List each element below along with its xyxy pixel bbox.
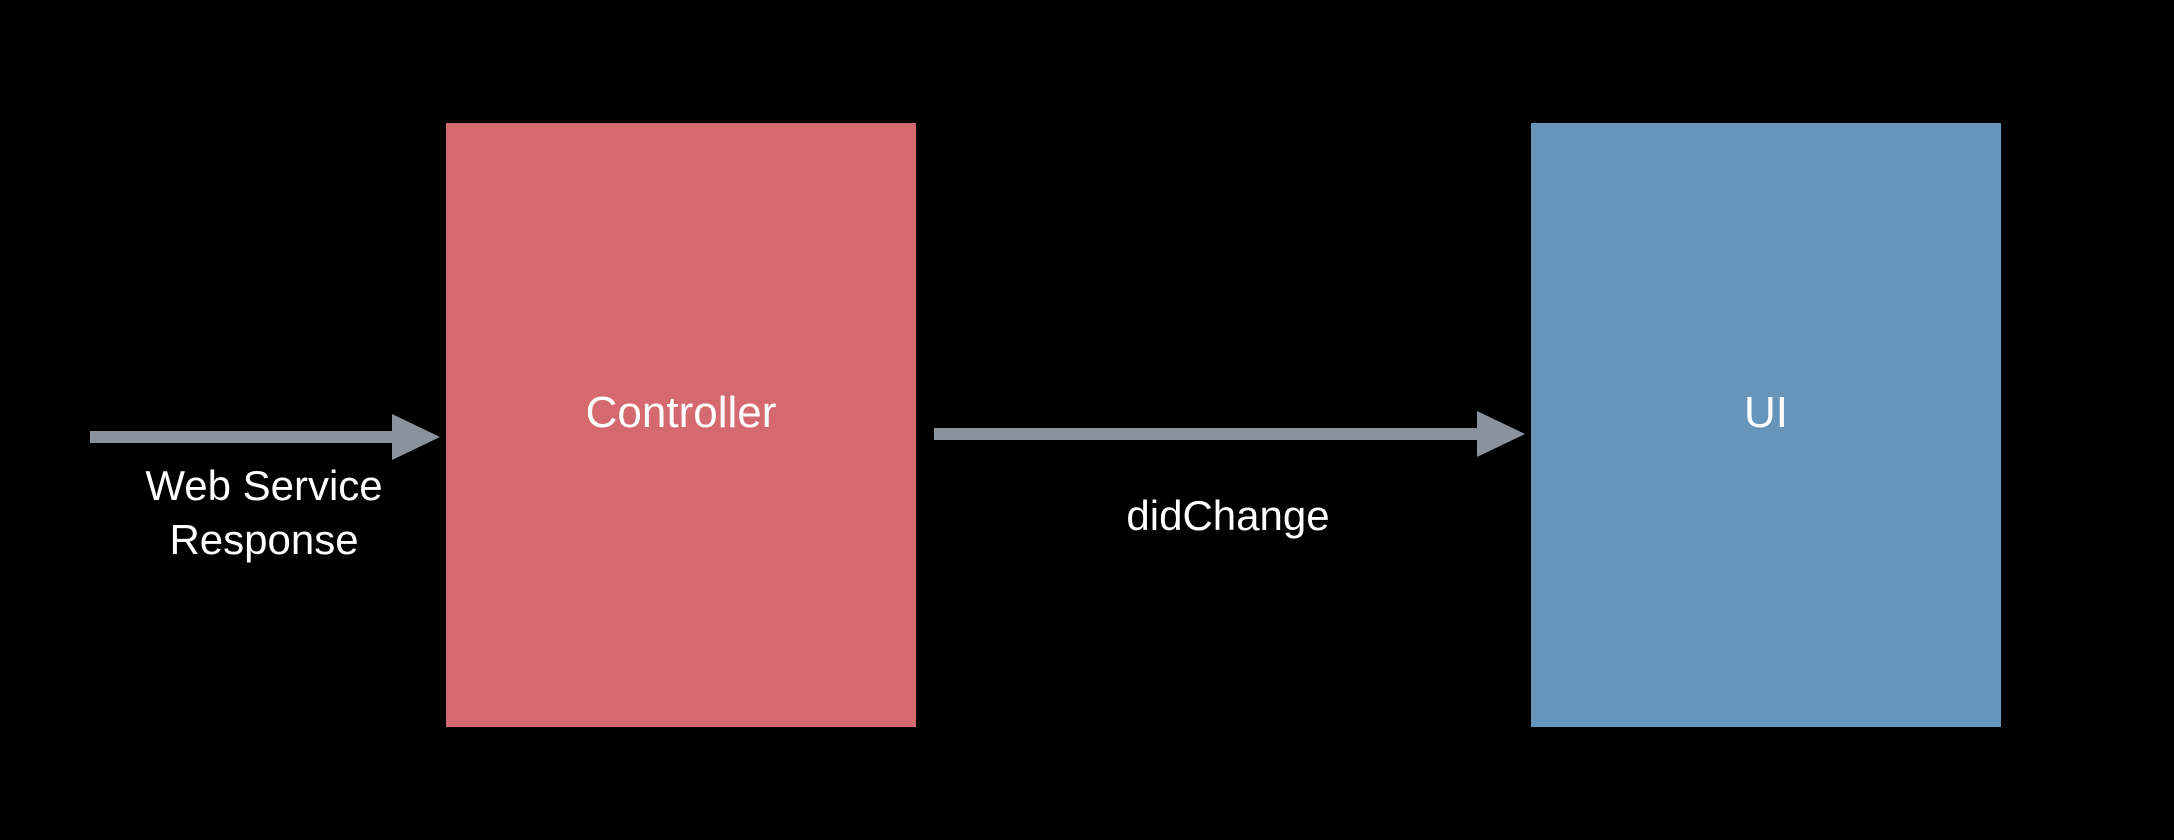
response-line: Response	[169, 516, 359, 563]
arrow-head	[392, 414, 440, 460]
web-service-line: Web Service	[145, 462, 383, 509]
arrow-head	[1477, 411, 1525, 457]
arrow-web-service-to-controller	[90, 414, 440, 460]
ui-box: UI	[1531, 123, 2001, 727]
controller-label: Controller	[585, 387, 777, 437]
arrow-controller-to-ui	[934, 411, 1525, 457]
arrow-shaft	[90, 431, 396, 443]
web-service-response-label: Web Service Response	[114, 459, 414, 567]
arrow-shaft	[934, 428, 1480, 440]
controller-box: Controller	[446, 123, 916, 727]
didchange-label: didChange	[1126, 492, 1330, 539]
ui-label: UI	[1744, 387, 1788, 437]
